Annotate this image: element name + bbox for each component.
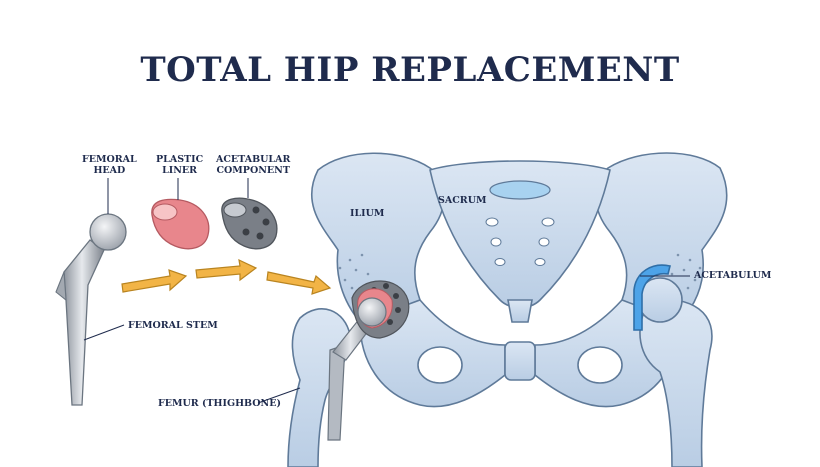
page-title: TOTAL HIP REPLACEMENT — [140, 50, 680, 90]
arrow-1 — [121, 269, 188, 293]
arrow-3 — [266, 271, 332, 295]
leader-lines — [83, 178, 690, 404]
label-femur: FEMUR (THIGHBONE) — [158, 398, 281, 409]
label-ilium: ILIUM — [350, 208, 385, 219]
right-natural-femur — [633, 264, 713, 467]
label-sacrum: SACRUM — [438, 195, 487, 206]
plastic-liner-implant — [151, 198, 210, 250]
sacrum-bone — [429, 160, 611, 309]
implanted-femoral-head — [357, 297, 387, 327]
pubic-symphysis — [504, 341, 536, 381]
sacrum-top-plate — [489, 180, 551, 200]
femoral-head-ball — [89, 213, 127, 251]
label-acetabular-component: ACETABULAR COMPONENT — [216, 154, 291, 176]
sacral-foramina — [485, 217, 555, 266]
label-acetabulum: ACETABULUM — [694, 270, 772, 281]
assembly-arrows — [121, 258, 332, 295]
acetabular-component-implant — [221, 197, 278, 250]
coccyx — [507, 299, 533, 323]
arrow-2 — [195, 258, 258, 282]
acetabulum-cartilage — [633, 264, 671, 331]
label-femoral-stem: FEMORAL STEM — [128, 320, 218, 331]
femoral-stem-implant — [55, 213, 127, 406]
label-plastic-liner: PLASTIC LINER — [156, 154, 204, 176]
left-femur-with-implant — [287, 280, 410, 467]
label-femoral-head: FEMORAL HEAD — [82, 154, 137, 176]
